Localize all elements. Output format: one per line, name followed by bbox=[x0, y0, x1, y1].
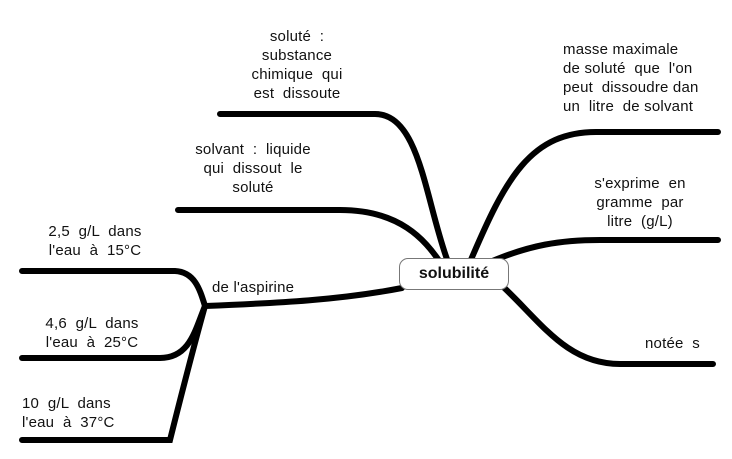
label-sub37: 10 g/L dans l'eau à 37°C bbox=[22, 395, 115, 431]
label-notee: notée s bbox=[645, 335, 700, 352]
branch-sub37 bbox=[19, 303, 208, 443]
label-solute: soluté : substance chimique qui est diss… bbox=[251, 28, 343, 102]
label-solvant: solvant : liquide qui dissout le soluté bbox=[195, 141, 311, 196]
label-sub25: 4,6 g/L dans l'eau à 25°C bbox=[45, 315, 139, 351]
branch-solute bbox=[217, 111, 451, 265]
label-aspirine: de l'aspirine bbox=[212, 279, 295, 296]
branch-aspirine bbox=[202, 285, 405, 309]
center-node-solubilite: solubilité bbox=[399, 258, 509, 290]
label-masse: masse maximale de soluté que l'on peut d… bbox=[563, 41, 699, 115]
branch-sub15 bbox=[19, 268, 208, 309]
center-label: solubilité bbox=[418, 265, 490, 282]
label-exprime: s'exprime en gramme par litre (g/L) bbox=[594, 175, 686, 230]
branch-masse bbox=[467, 128, 721, 265]
branch-exprime bbox=[487, 237, 721, 265]
branch-solvant bbox=[175, 207, 443, 265]
branch-notee bbox=[495, 279, 716, 367]
label-sub15: 2,5 g/L dans l'eau à 15°C bbox=[48, 223, 142, 259]
